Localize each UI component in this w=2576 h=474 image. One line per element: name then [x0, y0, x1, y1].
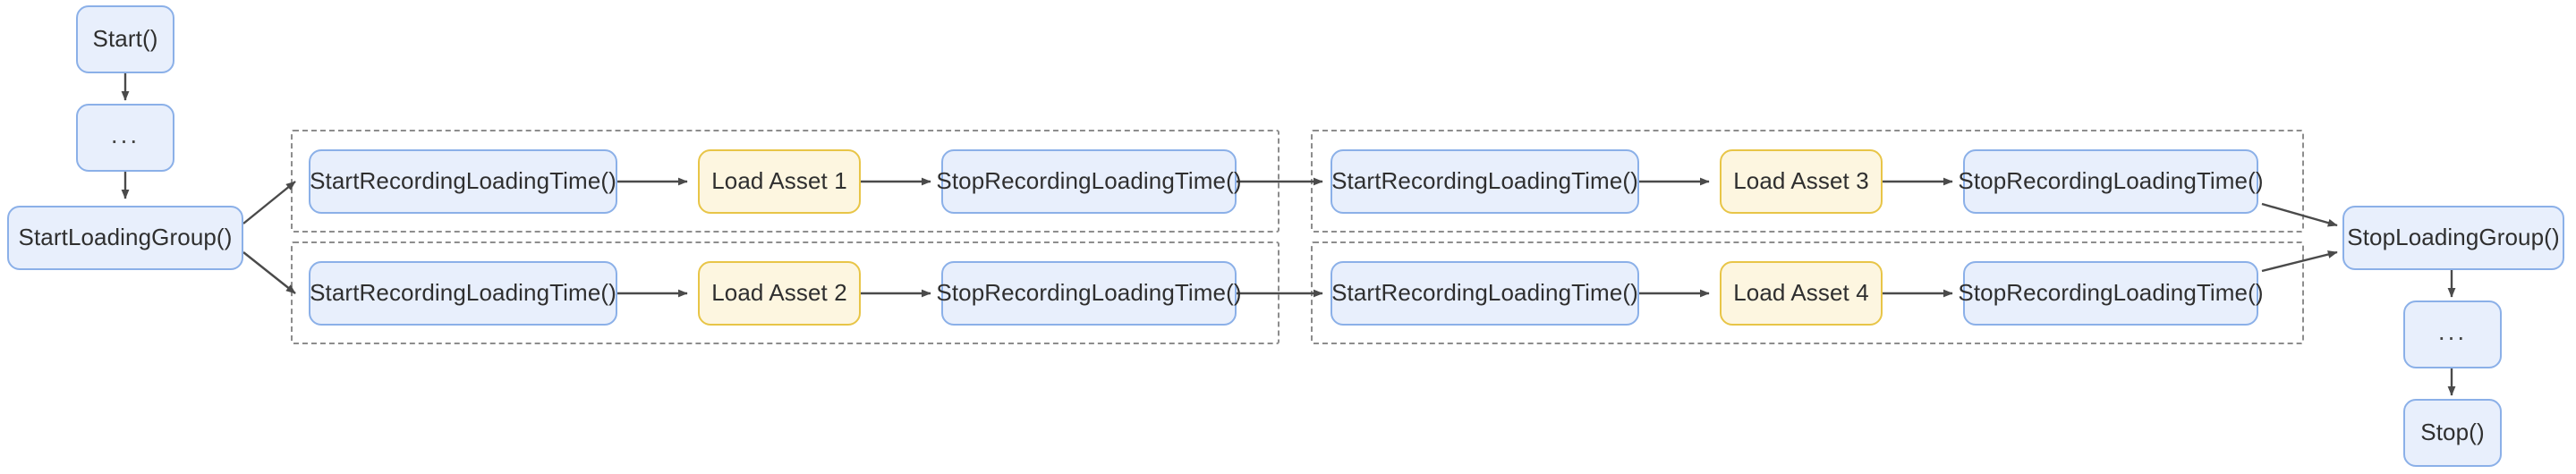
node-g1r1-start-recording[interactable]: StartRecordingLoadingTime(): [309, 149, 617, 214]
node-start-loading-group[interactable]: StartLoadingGroup(): [7, 206, 243, 270]
node-g2r2-start-recording[interactable]: StartRecordingLoadingTime(): [1331, 261, 1639, 326]
node-g1r2-load-asset[interactable]: Load Asset 2: [698, 261, 861, 326]
node-g1r1-load-asset[interactable]: Load Asset 1: [698, 149, 861, 214]
node-g1r2-stop-recording[interactable]: StopRecordingLoadingTime(): [936, 261, 1242, 326]
node-g2r1-stop-recording[interactable]: StopRecordingLoadingTime(): [1958, 149, 2264, 214]
edge-startloadinggroup-to-g1r2: [242, 251, 296, 294]
node-stop[interactable]: Stop(): [2403, 399, 2502, 467]
node-g1r2-start-recording[interactable]: StartRecordingLoadingTime(): [309, 261, 617, 326]
node-start[interactable]: Start(): [76, 5, 174, 73]
node-g2r2-load-asset[interactable]: Load Asset 4: [1720, 261, 1883, 326]
edge-startloadinggroup-to-g1r1: [242, 181, 296, 224]
node-g2r1-start-recording[interactable]: StartRecordingLoadingTime(): [1331, 149, 1639, 214]
node-g2r1-load-asset[interactable]: Load Asset 3: [1720, 149, 1883, 214]
node-entry-ellipsis[interactable]: ...: [76, 104, 174, 172]
node-g1r1-stop-recording[interactable]: StopRecordingLoadingTime(): [936, 149, 1242, 214]
node-g2r2-stop-recording[interactable]: StopRecordingLoadingTime(): [1958, 261, 2264, 326]
node-exit-ellipsis[interactable]: ...: [2403, 300, 2502, 368]
node-stop-loading-group[interactable]: StopLoadingGroup(): [2342, 206, 2564, 270]
